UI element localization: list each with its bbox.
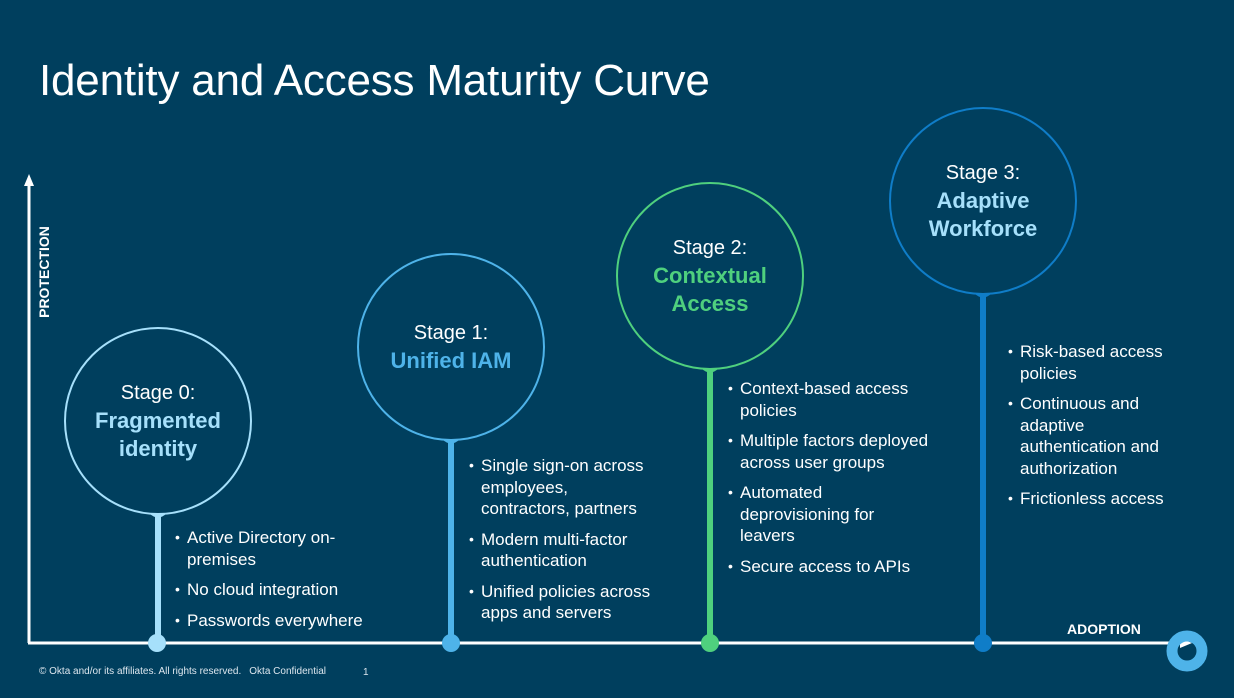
stage-1-label: Stage 1: bbox=[413, 322, 489, 344]
stage-0-name-line-2: identity bbox=[118, 436, 198, 461]
stage-0 bbox=[64, 327, 252, 652]
y-axis-label: PROTECTION bbox=[36, 226, 52, 318]
footer: © Okta and/or its affiliates. All rights… bbox=[39, 666, 369, 678]
stage-3-bullet-list: Risk-based access policies Continuous an… bbox=[1008, 341, 1208, 519]
stage-1 bbox=[357, 253, 545, 652]
bullet-item: Multiple factors deployed across user gr… bbox=[728, 430, 950, 473]
stage-3-label: Stage 3: bbox=[945, 162, 1021, 184]
bullet-item: Automated deprovisioning for leavers bbox=[728, 482, 900, 547]
x-axis-label: ADOPTION bbox=[1067, 621, 1141, 637]
page-number: 1 bbox=[363, 667, 369, 678]
confidential-label: Okta Confidential bbox=[249, 666, 326, 677]
bullet-item: Risk-based access policies bbox=[1008, 341, 1190, 384]
stage-2-name-line-1: Contextual bbox=[653, 263, 767, 288]
okta-logo-icon bbox=[1166, 630, 1208, 672]
stage-2-name-line-2: Access bbox=[671, 291, 749, 316]
stage-2-bullet-list: Context-based access policies Multiple f… bbox=[728, 378, 948, 586]
stage-2-axis-node bbox=[701, 634, 719, 652]
bullet-item: Unified policies across apps and servers bbox=[469, 581, 671, 624]
stage-1-axis-node bbox=[442, 634, 460, 652]
bullet-item: No cloud integration bbox=[175, 579, 375, 601]
stage-2 bbox=[616, 182, 804, 652]
bullet-item: Secure access to APIs bbox=[728, 556, 948, 578]
stage-3 bbox=[889, 107, 1077, 652]
slide-title: Identity and Access Maturity Curve bbox=[39, 56, 710, 105]
bullet-item: Single sign-on across employees, contrac… bbox=[469, 455, 661, 520]
stage-3-title: Stage 3: Adaptive Workforce bbox=[929, 159, 1037, 243]
stage-0-name-line-1: Fragmented bbox=[95, 408, 221, 433]
stage-1-bullet-list: Single sign-on across employees, contrac… bbox=[469, 455, 669, 633]
stage-1-title: Stage 1: Unified IAM bbox=[391, 319, 512, 375]
copyright-text: © Okta and/or its affiliates. All rights… bbox=[39, 666, 242, 677]
stage-2-label: Stage 2: bbox=[672, 237, 748, 259]
bullet-item: Modern multi-factor authentication bbox=[469, 529, 646, 572]
bullet-item: Passwords everywhere bbox=[175, 610, 375, 632]
stage-3-axis-node bbox=[974, 634, 992, 652]
stage-1-name-line-1: Unified IAM bbox=[390, 348, 512, 373]
stage-3-name-line-2: Workforce bbox=[928, 216, 1038, 241]
stage-3-name-line-1: Adaptive bbox=[936, 188, 1030, 213]
stage-0-title: Stage 0: Fragmented identity bbox=[95, 379, 221, 463]
stage-0-axis-node bbox=[148, 634, 166, 652]
bullet-item: Active Directory on-premises bbox=[175, 527, 357, 570]
stage-2-title: Stage 2: Contextual Access bbox=[653, 234, 767, 318]
bullet-item: Frictionless access bbox=[1008, 488, 1208, 510]
stage-0-bullet-list: Active Directory on-premises No cloud in… bbox=[175, 527, 375, 640]
y-axis-arrowhead-icon bbox=[24, 174, 34, 186]
bullet-item: Continuous and adaptive authentication a… bbox=[1008, 393, 1180, 479]
stage-0-label: Stage 0: bbox=[120, 382, 196, 404]
bullet-item: Context-based access policies bbox=[728, 378, 940, 421]
